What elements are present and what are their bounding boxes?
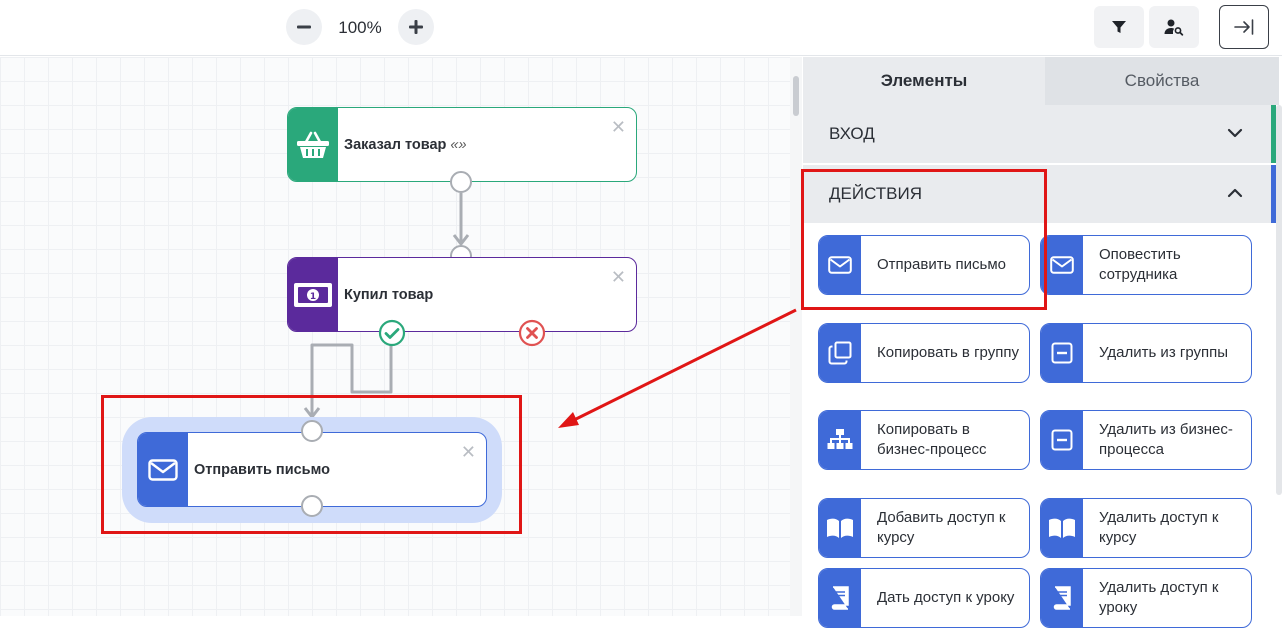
panel-tabs: Элементы Свойства bbox=[803, 57, 1279, 105]
envelope-icon bbox=[1050, 256, 1074, 274]
card-label: Копировать в бизнес-процесс bbox=[877, 421, 987, 458]
elements-panel: Элементы Свойства ВХОД ДЕЙСТВИЯ Отправит… bbox=[803, 57, 1282, 628]
copy-icon bbox=[828, 341, 852, 365]
card-label: Удалить из бизнес-процесса bbox=[1099, 421, 1233, 458]
filter-button[interactable] bbox=[1094, 6, 1144, 48]
action-node-send-email[interactable]: Отправить письмо ✕ bbox=[137, 432, 487, 507]
svg-text:1: 1 bbox=[310, 292, 316, 302]
user-search-button[interactable] bbox=[1149, 6, 1199, 48]
section-title: ВХОД bbox=[829, 124, 875, 143]
card-icon-area bbox=[1041, 411, 1083, 469]
book-icon bbox=[1053, 586, 1071, 610]
node-title-suffix: «» bbox=[450, 136, 467, 153]
tab-elements[interactable]: Элементы bbox=[803, 57, 1045, 105]
node-title: Купил товар bbox=[344, 286, 434, 303]
section-accent bbox=[1271, 105, 1276, 163]
user-search-icon bbox=[1164, 19, 1184, 36]
action-card-remove-from-group[interactable]: Удалить из группы bbox=[1040, 323, 1252, 383]
node-title-text: Заказал товар bbox=[344, 136, 447, 153]
section-actions[interactable]: ДЕЙСТВИЯ bbox=[803, 165, 1271, 223]
action-card-notify-employee[interactable]: Оповестить сотрудника bbox=[1040, 235, 1252, 295]
zoom-out-button[interactable] bbox=[286, 9, 322, 45]
book-open-icon bbox=[827, 518, 853, 538]
minus-box-icon bbox=[1051, 429, 1073, 451]
collapse-panel-icon bbox=[1234, 19, 1254, 35]
canvas-scrollbar[interactable] bbox=[790, 57, 802, 616]
card-icon-area bbox=[1041, 499, 1083, 557]
node-icon-area: 1 bbox=[288, 258, 338, 331]
zoom-level: 100% bbox=[338, 18, 382, 37]
section-input[interactable]: ВХОД bbox=[803, 105, 1271, 163]
envelope-icon bbox=[148, 458, 178, 481]
node-icon-area bbox=[288, 108, 338, 181]
node-title: Заказал товар«» bbox=[344, 108, 467, 181]
card-icon-area bbox=[819, 411, 861, 469]
output-port[interactable] bbox=[450, 171, 472, 193]
close-icon[interactable]: ✕ bbox=[610, 267, 626, 287]
fail-port-x-icon[interactable] bbox=[518, 319, 546, 347]
input-port[interactable] bbox=[301, 420, 323, 442]
card-label: Дать доступ к уроку bbox=[877, 589, 1015, 606]
card-icon-area bbox=[819, 499, 861, 557]
action-card-remove-lesson-access[interactable]: Удалить доступ к уроку bbox=[1040, 568, 1252, 628]
card-icon-area bbox=[819, 569, 861, 627]
envelope-icon bbox=[828, 256, 852, 274]
org-chart-icon bbox=[827, 429, 853, 449]
collapse-panel-button[interactable] bbox=[1219, 5, 1269, 49]
plus-icon bbox=[409, 20, 423, 34]
card-label: Копировать в группу bbox=[877, 344, 1019, 361]
filter-icon bbox=[1112, 21, 1126, 33]
card-label: Удалить доступ к уроку bbox=[1099, 579, 1219, 616]
trigger-node-purchased[interactable]: 1 Купил товар ✕ bbox=[287, 257, 637, 332]
action-card-send-email[interactable]: Отправить письмо bbox=[818, 235, 1030, 295]
tab-properties[interactable]: Свойства bbox=[1045, 57, 1279, 105]
output-port[interactable] bbox=[301, 495, 323, 517]
card-label: Удалить из группы bbox=[1099, 344, 1229, 361]
action-card-remove-course-access[interactable]: Удалить доступ к курсу bbox=[1040, 498, 1252, 558]
card-icon-area bbox=[1041, 569, 1083, 627]
card-label: Добавить доступ к курсу bbox=[877, 509, 1006, 546]
basket-icon bbox=[297, 131, 329, 158]
zoom-in-button[interactable] bbox=[398, 9, 434, 45]
card-label: Удалить доступ к курсу bbox=[1099, 509, 1219, 546]
workflow-canvas[interactable]: Заказал товар«» ✕ 1 Купил товар ✕ Отправ… bbox=[0, 57, 790, 616]
chevron-down-icon bbox=[1227, 128, 1243, 138]
money-icon: 1 bbox=[294, 282, 332, 307]
card-icon-area bbox=[1041, 236, 1083, 294]
action-card-add-course-access[interactable]: Добавить доступ к курсу bbox=[818, 498, 1030, 558]
node-title: Отправить письмо bbox=[194, 461, 330, 478]
canvas-scrollbar-thumb[interactable] bbox=[793, 76, 799, 116]
minus-icon bbox=[297, 25, 311, 29]
action-card-grant-lesson-access[interactable]: Дать доступ к уроку bbox=[818, 568, 1030, 628]
close-icon[interactable]: ✕ bbox=[610, 117, 626, 137]
action-card-remove-from-business-process[interactable]: Удалить из бизнес-процесса bbox=[1040, 410, 1252, 470]
panel-scrollbar[interactable] bbox=[1276, 105, 1282, 495]
card-label: Оповестить сотрудника bbox=[1099, 246, 1181, 283]
success-port-check-icon[interactable] bbox=[378, 319, 406, 347]
card-icon-area bbox=[1041, 324, 1083, 382]
minus-box-icon bbox=[1051, 342, 1073, 364]
section-title: ДЕЙСТВИЯ bbox=[829, 184, 923, 203]
book-icon bbox=[831, 586, 849, 610]
close-icon[interactable]: ✕ bbox=[460, 442, 476, 462]
card-label: Отправить письмо bbox=[877, 256, 1007, 273]
section-accent bbox=[1271, 165, 1276, 223]
book-open-icon bbox=[1049, 518, 1075, 538]
trigger-node-ordered[interactable]: Заказал товар«» ✕ bbox=[287, 107, 637, 182]
node-icon-area bbox=[138, 433, 188, 506]
action-card-copy-to-business-process[interactable]: Копировать в бизнес-процесс bbox=[818, 410, 1030, 470]
toolbar: 100% bbox=[0, 0, 1282, 56]
card-icon-area bbox=[819, 236, 861, 294]
chevron-up-icon bbox=[1227, 188, 1243, 198]
card-icon-area bbox=[819, 324, 861, 382]
action-card-copy-to-group[interactable]: Копировать в группу bbox=[818, 323, 1030, 383]
